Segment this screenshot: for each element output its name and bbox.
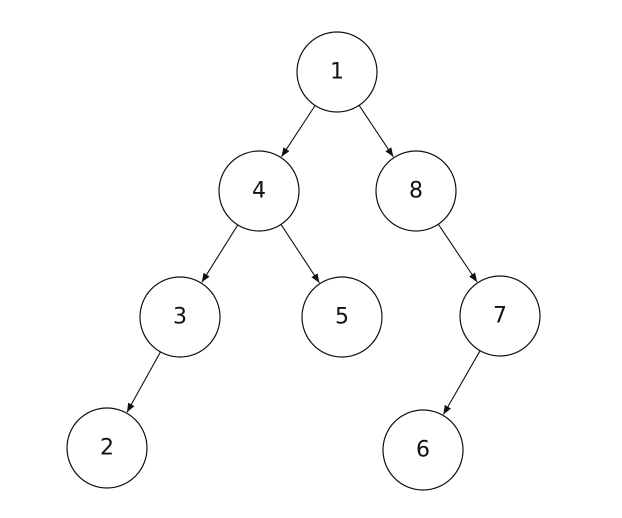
node-circle (459, 275, 541, 357)
node-label: 6 (416, 438, 430, 463)
node-circle (375, 150, 457, 232)
node-label: 8 (409, 179, 423, 204)
node-label: 2 (100, 436, 114, 461)
edge-1-4 (281, 105, 316, 158)
tree-node-8: 8 (375, 150, 457, 232)
node-label: 7 (493, 304, 507, 329)
tree-node-4: 4 (218, 150, 300, 232)
tree-node-5: 5 (301, 276, 383, 358)
tree-node-3: 3 (139, 276, 221, 358)
node-label: 1 (330, 60, 344, 85)
edge-4-3 (201, 224, 239, 283)
node-circle (139, 276, 221, 358)
edge-8-7 (437, 223, 478, 283)
node-label: 3 (173, 305, 187, 330)
edge-7-6 (442, 350, 481, 415)
tree-node-7: 7 (459, 275, 541, 357)
node-circle (296, 31, 378, 113)
edge-1-8 (358, 104, 394, 158)
node-circle (66, 407, 148, 489)
node-circle (382, 409, 464, 491)
edge-4-5 (280, 224, 320, 284)
nodes-group: 1 4 8 3 5 7 2 6 (66, 31, 541, 491)
tree-node-2: 2 (66, 407, 148, 489)
node-label: 4 (252, 179, 266, 204)
edge-3-2 (126, 351, 161, 413)
node-label: 5 (335, 305, 349, 330)
edges-group (126, 104, 481, 415)
tree-node-6: 6 (382, 409, 464, 491)
node-circle (301, 276, 383, 358)
node-circle (218, 150, 300, 232)
tree-node-1: 1 (296, 31, 378, 113)
